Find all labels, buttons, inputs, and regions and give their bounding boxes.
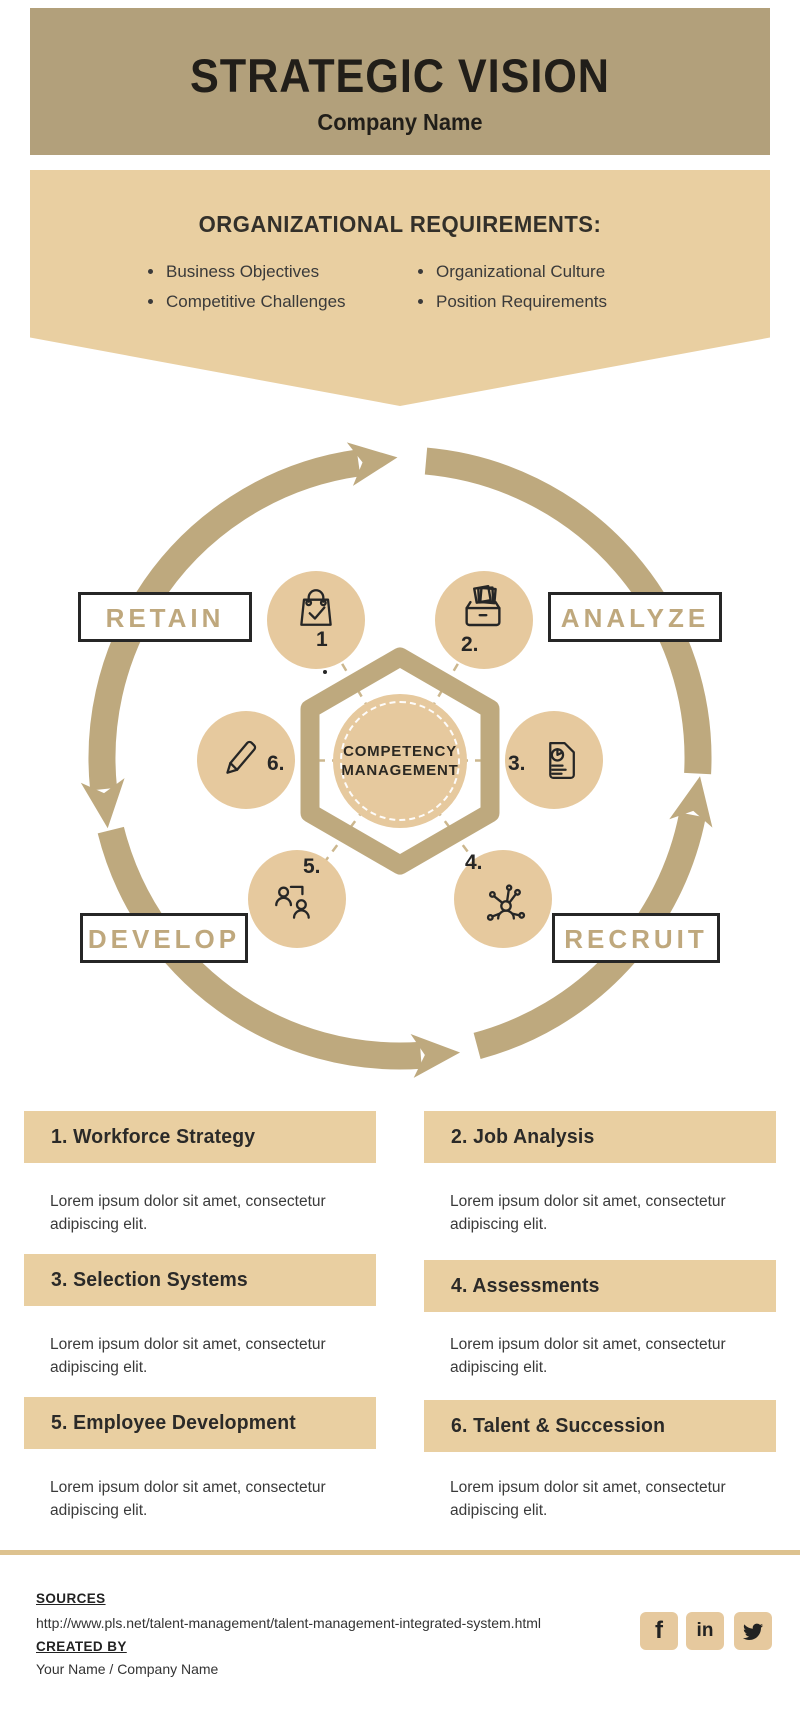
section-title: 6. Talent & Succession: [451, 1415, 666, 1437]
report-document-icon: [549, 741, 575, 780]
cycle-item-1: 1: [267, 571, 365, 669]
bullet-item: Competitive Challenges: [148, 292, 346, 312]
bullet-item: Organizational Culture: [418, 262, 605, 282]
twitter-button[interactable]: [734, 1612, 772, 1650]
hub-label: COMPETENCY MANAGEMENT: [333, 742, 467, 780]
arc-top-left-arrow: [135, 442, 398, 608]
arc-top-right: [424, 447, 712, 775]
bullet-item: Position Requirements: [418, 292, 607, 312]
stage-analyze: ANALYZE: [548, 592, 722, 642]
section-bar-6: 6. Talent & Succession: [424, 1400, 776, 1452]
linkedin-icon: in: [696, 1620, 714, 1641]
hexagon-outline: [300, 647, 500, 875]
section-body: Lorem ipsum dolor sit amet, consectetur …: [450, 1479, 726, 1519]
section-title: 4. Assessments: [451, 1275, 600, 1297]
created-by-label: CREATED BY: [36, 1639, 127, 1654]
pen-icon: [226, 740, 257, 774]
linkedin-button[interactable]: in: [686, 1612, 724, 1650]
shopping-bag-check-icon: [300, 589, 332, 626]
sources-url-link[interactable]: http://www.pls.net/talent-management/tal…: [36, 1615, 542, 1631]
archive-files-icon: [465, 585, 501, 627]
section-body: Lorem ipsum dolor sit amet, consectetur …: [450, 1336, 726, 1376]
item-number: 3.: [508, 752, 526, 775]
arc-bottom-left-arrow: [97, 826, 461, 1078]
stage-retain: RETAIN: [78, 592, 252, 642]
item-number: 4.: [465, 851, 483, 874]
stage-recruit: RECRUIT: [552, 913, 720, 963]
header-banner: STRATEGIC VISION Company Name: [30, 8, 770, 155]
people-exchange-icon: [275, 885, 310, 919]
facebook-button[interactable]: f: [640, 1612, 678, 1650]
section-bar-5: 5. Employee Development: [24, 1397, 376, 1449]
section-bar-4: 4. Assessments: [424, 1260, 776, 1312]
page-title: STRATEGIC VISION: [190, 49, 610, 102]
section-title: 1. Workforce Strategy: [51, 1126, 256, 1148]
talent-network-icon: [486, 884, 526, 921]
bullet-dot-icon: [148, 299, 153, 304]
cycle-item-3: 3.: [505, 711, 603, 809]
bullet-item: Business Objectives: [148, 262, 319, 282]
sources-label: SOURCES: [36, 1591, 106, 1606]
section-body: Lorem ipsum dolor sit amet, consectetur …: [50, 1193, 326, 1233]
stage-label: RETAIN: [105, 603, 225, 633]
section-bar-3: 3. Selection Systems: [24, 1254, 376, 1306]
section-title: 5. Employee Development: [51, 1412, 296, 1434]
cycle-item-5: 5.: [248, 850, 346, 948]
section-bar-2: 2. Job Analysis: [424, 1111, 776, 1163]
bullet-label: Competitive Challenges: [166, 292, 346, 311]
cycle-item-6: 6.: [197, 711, 295, 809]
section-body: Lorem ipsum dolor sit amet, consectetur …: [50, 1336, 326, 1376]
stage-label: RECRUIT: [564, 924, 708, 954]
section-title: 2. Job Analysis: [451, 1126, 595, 1148]
decorative-dot: [323, 670, 327, 674]
item-number: 6.: [267, 752, 285, 775]
facebook-icon: f: [655, 1617, 663, 1644]
stage-label: DEVELOP: [87, 924, 241, 954]
hub-label-line2: MANAGEMENT: [341, 762, 459, 779]
footer-divider: [0, 1550, 800, 1555]
cycle-item-4: 4.: [454, 850, 552, 948]
section-title: 3. Selection Systems: [51, 1269, 248, 1291]
hub-label-line1: COMPETENCY: [343, 743, 457, 760]
requirements-heading: ORGANIZATIONAL REQUIREMENTS:: [198, 211, 602, 237]
stage-develop: DEVELOP: [80, 913, 248, 963]
bullet-label: Business Objectives: [166, 262, 320, 281]
cycle-item-2: 2.: [435, 571, 533, 669]
bullet-dot-icon: [418, 299, 423, 304]
stage-label: ANALYZE: [560, 603, 710, 633]
company-name: Company Name: [317, 109, 483, 135]
section-bar-1: 1. Workforce Strategy: [24, 1111, 376, 1163]
item-number: 2.: [461, 633, 479, 656]
item-number: 5.: [303, 855, 321, 878]
twitter-icon: [742, 1623, 764, 1640]
created-by-value: Your Name / Company Name: [36, 1661, 219, 1677]
bullet-label: Position Requirements: [436, 292, 608, 311]
bullet-dot-icon: [148, 269, 153, 274]
bullet-label: Organizational Culture: [436, 262, 606, 281]
item-number: 1: [316, 628, 328, 651]
section-body: Lorem ipsum dolor sit amet, consectetur …: [450, 1193, 726, 1233]
bullet-dot-icon: [418, 269, 423, 274]
hub-dashed-ring: [340, 701, 460, 821]
section-body: Lorem ipsum dolor sit amet, consectetur …: [50, 1479, 326, 1519]
competency-management-hub: COMPETENCY MANAGEMENT: [333, 694, 467, 828]
